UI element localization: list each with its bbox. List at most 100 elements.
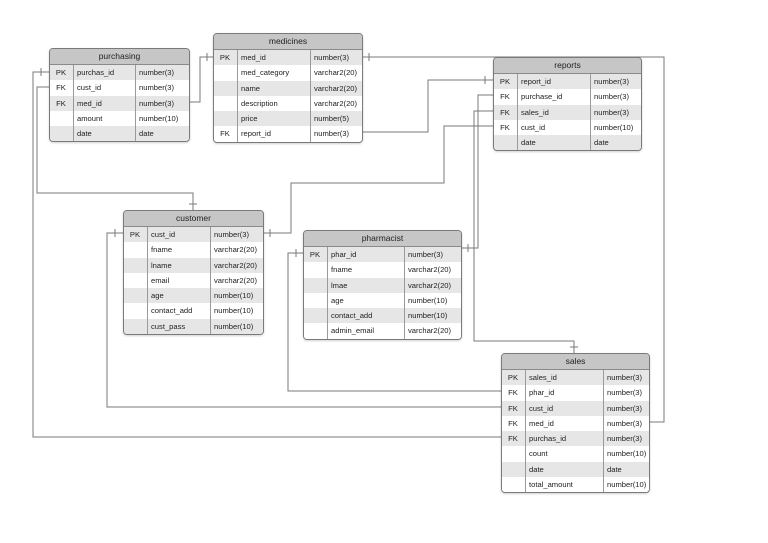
key-badge: PK (55, 68, 67, 77)
relationship-line (188, 56, 213, 103)
column-name: date (525, 461, 603, 478)
column-name: total_amount (525, 477, 603, 493)
column-name: med_id (237, 50, 310, 66)
key-badge (50, 111, 72, 126)
column-name: name (237, 80, 310, 96)
column-name: cust_pass (147, 318, 210, 335)
column-type: varchar2(20) (404, 277, 461, 293)
key-badge: FK (500, 122, 510, 132)
key-badge (124, 319, 146, 334)
key-badge: PK (129, 230, 141, 239)
column-type: number(3) (310, 50, 362, 66)
column-type: number(3) (603, 385, 649, 401)
column-name: description (237, 95, 310, 112)
column-type: varchar2(20) (404, 262, 461, 278)
key-badge: PK (219, 53, 231, 62)
column-type: number(3) (310, 126, 362, 142)
column-type: varchar2(20) (310, 95, 362, 112)
key-badge: PK (499, 77, 511, 86)
column-name: age (327, 292, 404, 309)
table-title: pharmacist (304, 231, 461, 247)
key-badge (502, 462, 524, 477)
column-name: cust_id (517, 119, 590, 136)
relationship-line (361, 79, 493, 133)
key-badge (304, 323, 326, 338)
table-title: sales (502, 354, 649, 370)
key-badge (214, 96, 236, 111)
key-badge (304, 308, 326, 323)
key-badge: FK (508, 403, 518, 413)
key-badge (124, 258, 146, 273)
table-title: purchasing (50, 49, 189, 65)
relationship-line (460, 94, 493, 249)
key-badge (124, 242, 146, 257)
key-badge (304, 262, 326, 277)
key-badge (124, 303, 146, 318)
column-type: number(5) (310, 111, 362, 127)
column-type: number(10) (404, 308, 461, 324)
column-name: purchase_id (517, 89, 590, 105)
key-badge (214, 111, 236, 126)
column-name: contact_add (147, 303, 210, 319)
column-type: number(10) (404, 292, 461, 309)
column-name: admin_email (327, 323, 404, 339)
column-name: price (237, 111, 310, 127)
key-badge (214, 65, 236, 80)
column-name: fname (327, 262, 404, 278)
key-badge: FK (500, 92, 510, 102)
key-badge (124, 273, 146, 288)
column-name: amount (73, 110, 135, 127)
column-name: count (525, 446, 603, 462)
column-name: date (73, 126, 135, 142)
column-type: number(3) (603, 415, 649, 432)
relationship-line (473, 110, 575, 353)
column-type: number(3) (135, 95, 189, 111)
key-badge: FK (56, 98, 66, 108)
column-type: number(10) (135, 110, 189, 127)
column-type: varchar2(20) (310, 65, 362, 81)
key-badge (494, 135, 516, 150)
column-name: cust_id (525, 400, 603, 416)
column-type: number(3) (590, 89, 641, 105)
column-name: report_id (237, 126, 310, 142)
column-type: date (590, 135, 641, 151)
key-badge: FK (508, 388, 518, 398)
column-name: med_id (525, 415, 603, 432)
key-badge: PK (507, 373, 519, 382)
